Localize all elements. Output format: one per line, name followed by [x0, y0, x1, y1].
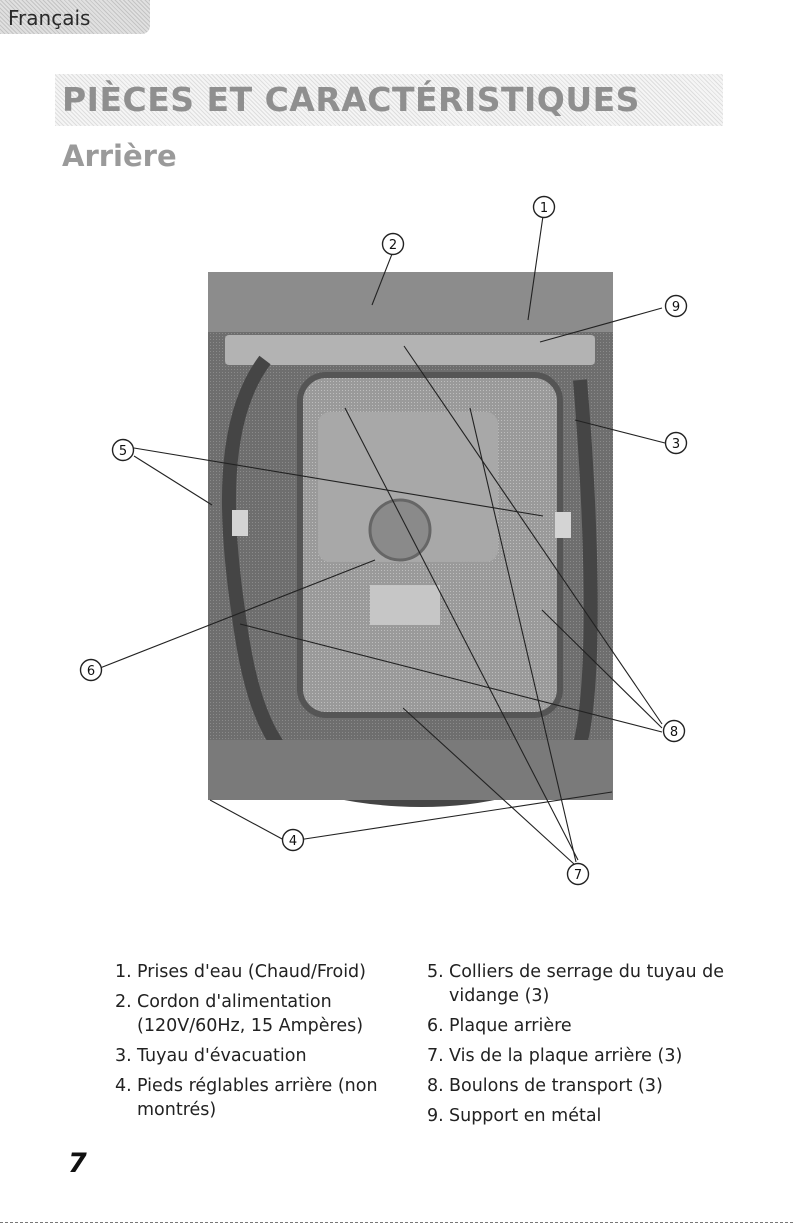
legend-item-2: 2. Cordon d'alimentation (120V/60Hz, 15 … — [115, 992, 364, 1036]
svg-text:5: 5 — [119, 444, 127, 459]
callout-8: 8 — [662, 719, 686, 743]
left-clamp — [232, 510, 248, 536]
callout-6: 6 — [79, 658, 103, 682]
inner-panel — [318, 412, 498, 562]
appliance-rear-diagram: 1 2 3 4 5 6 7 8 — [79, 195, 688, 886]
leader-lines — [99, 215, 666, 865]
svg-text:1: 1 — [540, 201, 548, 216]
legend-item-5: 5. Colliers de serrage du tuyau de vidan… — [427, 962, 725, 1006]
callout-5: 5 — [111, 438, 135, 462]
svg-text:3: 3 — [672, 437, 680, 452]
language-label: Français — [8, 6, 91, 30]
rating-label — [370, 585, 440, 625]
parts-legend-left: 1. Prises d'eau (Chaud/Froid) 2. Cordon … — [115, 960, 415, 1128]
svg-text:9: 9 — [672, 300, 680, 315]
page-number: 7 — [68, 1148, 87, 1179]
legend-item-3: 3. Tuyau d'évacuation — [115, 1046, 307, 1066]
legend-item-8: 8. Boulons de transport (3) — [427, 1076, 663, 1096]
legend-item-1: 1. Prises d'eau (Chaud/Froid) — [115, 962, 366, 982]
svg-text:8: 8 — [670, 725, 678, 740]
callout-1: 1 — [532, 195, 556, 219]
language-tab: Français — [0, 0, 150, 34]
callout-7: 7 — [566, 862, 590, 886]
top-frame — [208, 272, 613, 332]
base — [208, 740, 613, 800]
callout-3: 3 — [664, 431, 688, 455]
svg-text:2: 2 — [389, 238, 397, 253]
svg-text:6: 6 — [87, 664, 95, 679]
bottom-rule — [0, 1222, 793, 1224]
callout-2: 2 — [381, 232, 405, 256]
title-bar — [55, 74, 723, 126]
page-title: PIÈCES ET CARACTÉRISTIQUES — [62, 80, 640, 119]
legend-item-9: 9. Support en métal — [427, 1106, 602, 1126]
callout-4: 4 — [281, 828, 305, 852]
drain-opening — [368, 498, 432, 562]
section-subtitle: Arrière — [62, 139, 177, 173]
right-clamp — [555, 512, 571, 538]
legend-item-7: 7. Vis de la plaque arrière (3) — [427, 1046, 683, 1066]
legend-item-6: 6. Plaque arrière — [427, 1016, 572, 1036]
callout-9: 9 — [664, 294, 688, 318]
legend-item-4: 4. Pieds réglables arrière (non montrés) — [115, 1076, 378, 1120]
svg-text:4: 4 — [289, 834, 297, 849]
metal-bracket — [225, 335, 595, 365]
parts-legend-right: 5. Colliers de serrage du tuyau de vidan… — [427, 960, 747, 1134]
svg-text:7: 7 — [574, 868, 582, 883]
